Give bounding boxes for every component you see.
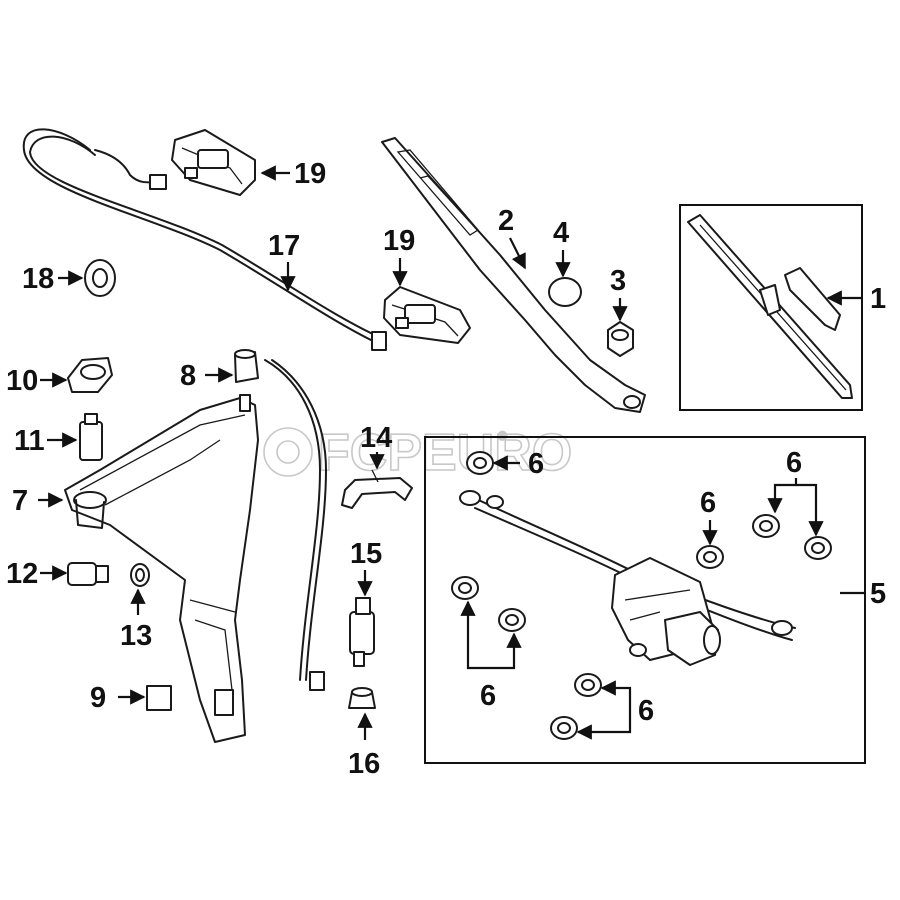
callout-19-lower: 19 (383, 225, 415, 257)
callout-6-lower-right: 6 (638, 695, 654, 727)
washer-pump-small (67, 562, 109, 586)
callout-12: 12 (6, 558, 38, 590)
callout-3: 3 (610, 265, 626, 297)
callout-6-right: 6 (786, 447, 802, 479)
callout-6-mid: 6 (700, 487, 716, 519)
pump-grommet (348, 687, 376, 709)
callout-19-upper: 19 (294, 158, 326, 190)
callout-11: 11 (14, 425, 45, 457)
washer-hose (22, 128, 387, 691)
linkage-grommets (451, 451, 832, 740)
arm-cap (548, 277, 582, 307)
callout-14: 14 (360, 422, 392, 454)
callout-15: 15 (350, 538, 382, 570)
hose-bracket (341, 469, 413, 509)
callout-6-lower-left: 6 (480, 680, 496, 712)
washer-pump (349, 597, 375, 667)
wiper-arm (381, 137, 646, 413)
arm-nut (607, 321, 634, 357)
callout-18: 18 (22, 263, 54, 295)
reservoir-cap (234, 349, 259, 383)
grommet (84, 259, 116, 297)
filler-cap (67, 357, 113, 393)
wiper-motor-frame (424, 436, 866, 764)
wiper-blade-frame (679, 204, 863, 411)
wiper-linkage-motor (459, 490, 796, 666)
callout-6-top: 6 (528, 448, 544, 480)
watermark: FCPEURO ® (263, 423, 573, 483)
wiper-blade (687, 214, 853, 399)
washer-nozzle-lower (383, 286, 471, 344)
washer-reservoir (64, 394, 259, 743)
callout-5: 5 (870, 578, 886, 610)
callout-17: 17 (268, 230, 300, 262)
callout-4: 4 (553, 217, 569, 249)
callout-10: 10 (6, 365, 38, 397)
leader-lines (38, 165, 865, 740)
callout-2: 2 (498, 205, 514, 237)
level-sensor (79, 413, 103, 461)
washer-nozzle-upper (171, 129, 256, 196)
callout-9: 9 (90, 682, 106, 714)
callout-13: 13 (120, 620, 152, 652)
callout-labels: 1 2 3 4 5 6 6 6 6 6 7 8 9 10 11 12 13 14… (6, 158, 886, 780)
pump-seal (130, 563, 150, 587)
watermark-text: FCPEURO (318, 424, 572, 482)
callout-8: 8 (180, 360, 196, 392)
callout-7: 7 (12, 485, 28, 517)
callout-1: 1 (870, 283, 886, 315)
callout-16: 16 (348, 748, 380, 780)
label-square (146, 685, 172, 711)
